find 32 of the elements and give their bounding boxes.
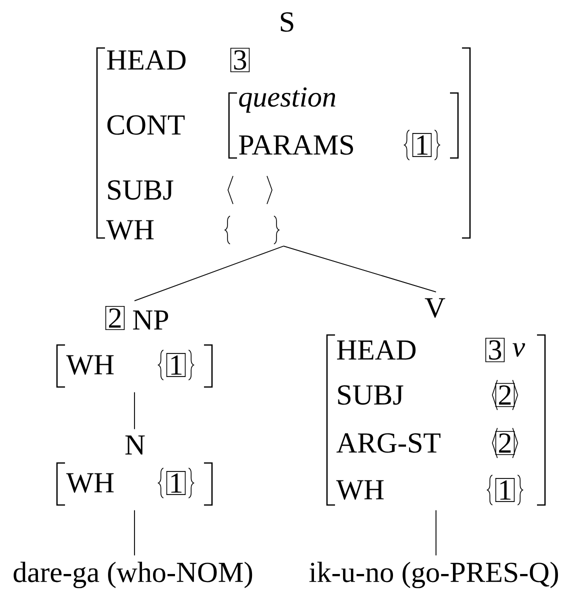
word-label: dare-ga (who-NOM) <box>14 562 252 588</box>
tag-box: 3 <box>230 48 250 72</box>
feature-name: HEAD <box>107 50 186 70</box>
category-label: V <box>424 298 446 318</box>
feature-name: SUBJ <box>108 180 174 200</box>
word-label: ik-u-no (go-PRES-Q) <box>309 562 558 588</box>
tree-branch <box>134 392 135 430</box>
feature-name: HEAD <box>337 340 416 360</box>
tag-box: 3 <box>485 338 505 362</box>
feature-name: WH <box>66 473 114 493</box>
tree-branch <box>283 246 436 292</box>
category-label: N <box>125 436 145 454</box>
feature-name: WH <box>106 220 154 240</box>
list-value: 2 <box>492 380 518 410</box>
tree-branch <box>134 510 135 556</box>
tag-box: 2 <box>105 306 125 330</box>
feature-name: ARG-ST <box>336 433 440 453</box>
set-value: 1 <box>404 130 440 160</box>
feature-name: WH <box>66 355 114 375</box>
list-value: 2 <box>492 428 518 458</box>
set-value: 1 <box>158 468 194 498</box>
feature-name: WH <box>336 480 384 500</box>
category-label: NP <box>133 310 168 330</box>
feature-name: PARAMS <box>239 135 354 155</box>
type-value: question <box>239 87 336 113</box>
type-value: v <box>512 343 526 357</box>
feature-name: SUBJ <box>338 385 404 405</box>
set-value: 1 <box>486 474 524 506</box>
feature-name: CONT <box>107 115 185 135</box>
tree-branch <box>134 246 284 302</box>
set-value: 1 <box>158 350 194 380</box>
category-label: S <box>280 12 294 32</box>
